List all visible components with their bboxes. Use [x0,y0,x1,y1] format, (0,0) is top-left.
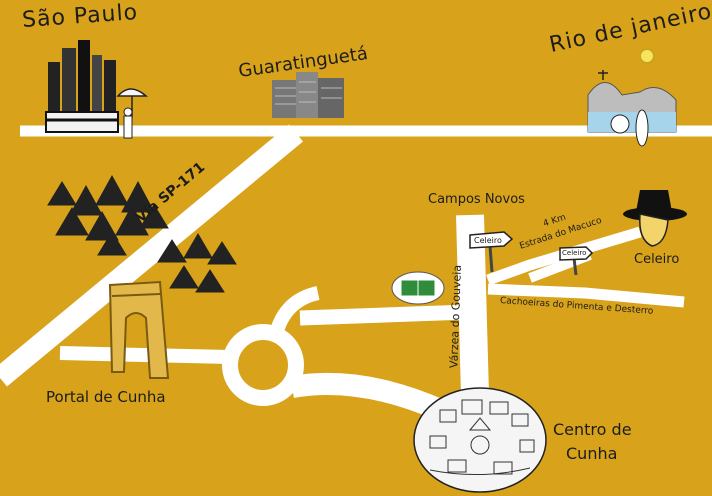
road-to-centro [290,372,445,421]
roundabout [222,324,304,406]
road-portal [59,346,231,364]
signpost-2-icon [559,246,594,276]
road-mid-horizontal [299,304,469,326]
signpost-1-icon [469,231,514,273]
label-campos-novos: Campos Novos [428,192,525,207]
road-cachoeiras [487,283,685,308]
road-via-sp171 [0,124,304,387]
signpost-1-label: Celeiro [474,236,502,245]
road-roundabout-north [269,286,320,337]
label-portal-cunha: Portal de Cunha [46,388,166,406]
label-centro-cunha-line1: Centro de [553,420,632,439]
road-estrada-macuco [486,226,642,286]
label-celeiro: Celeiro [634,252,680,267]
signpost-2-label: Celeiro [562,249,587,257]
label-centro-cunha-line2: Cunha [566,444,618,463]
